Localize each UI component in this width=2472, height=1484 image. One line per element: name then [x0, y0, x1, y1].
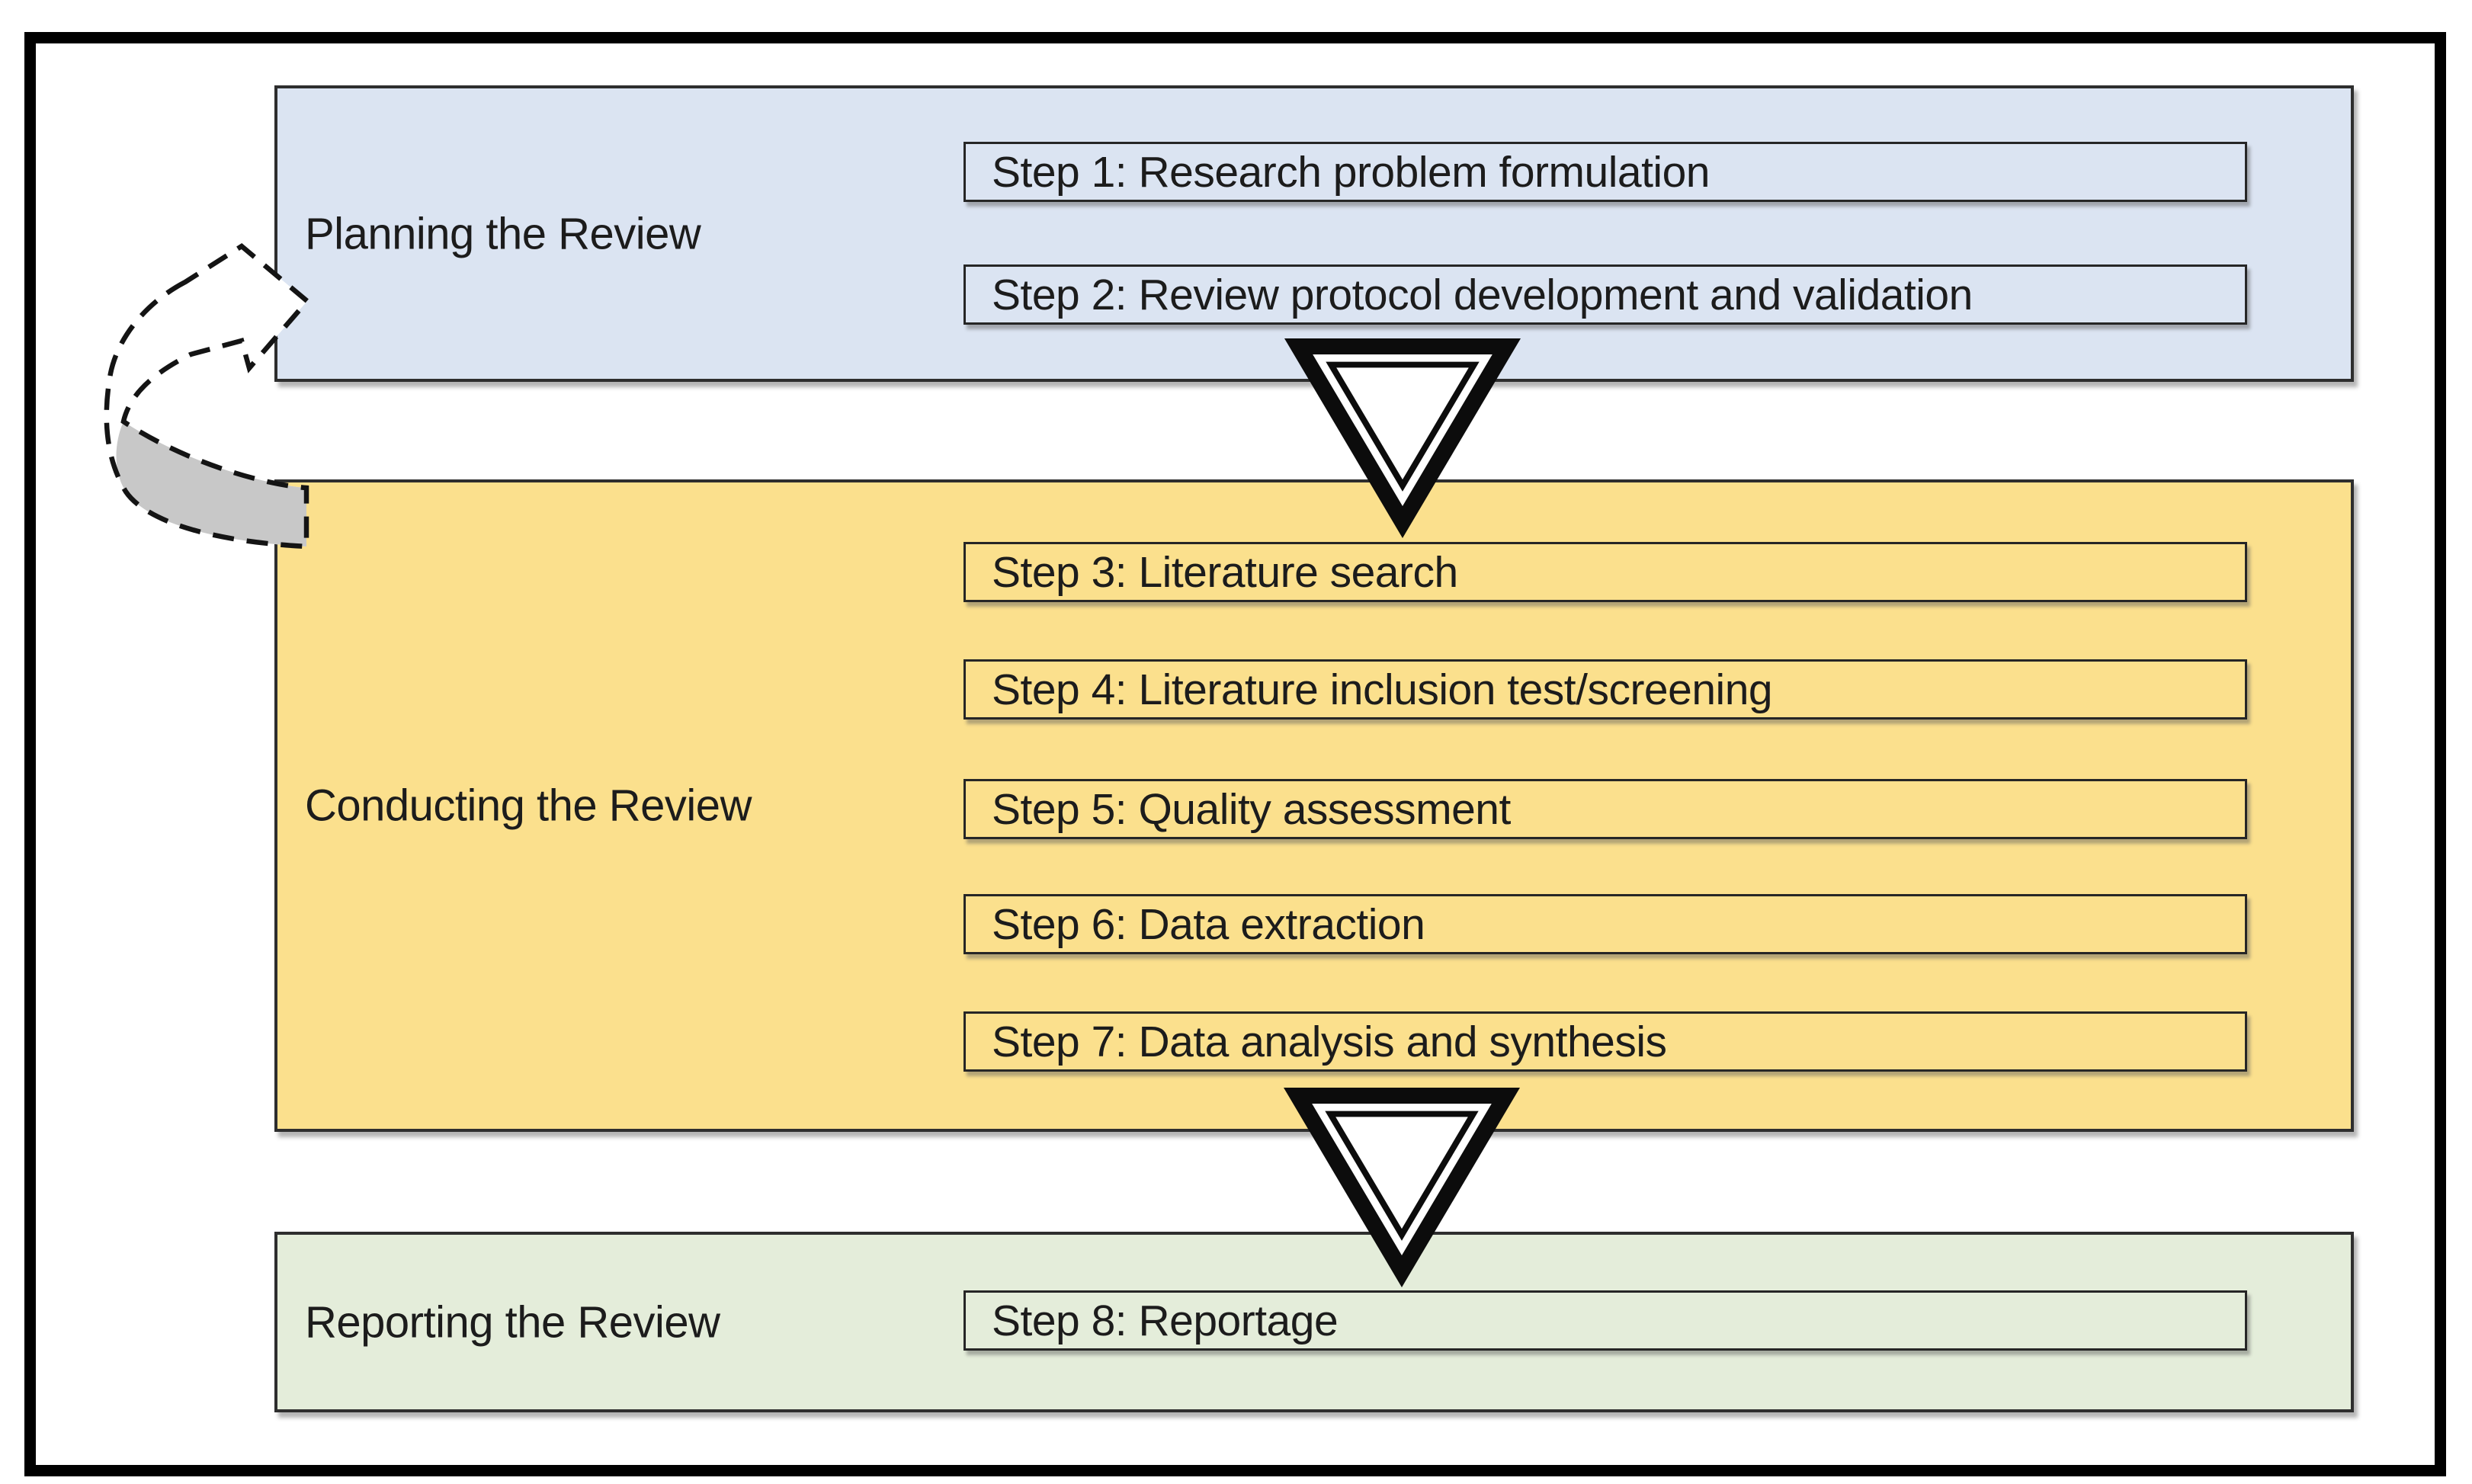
- step-label-2: Step 2: Review protocol development and …: [992, 270, 1973, 319]
- down-triangle-arrow-icon: [1284, 1088, 1520, 1287]
- feedback-curved-arrow-icon: [104, 242, 311, 550]
- step-box-1: Step 1: Research problem formulation: [963, 142, 2247, 202]
- step-box-8: Step 8: Reportage: [963, 1290, 2247, 1351]
- step-label-6: Step 6: Data extraction: [992, 899, 1425, 949]
- phase-label-reporting: Reporting the Review: [305, 1297, 720, 1347]
- feedback-arrow-tail: [116, 421, 306, 546]
- phase-label-planning: Planning the Review: [305, 209, 701, 258]
- step-box-7: Step 7: Data analysis and synthesis: [963, 1011, 2247, 1072]
- feedback-arrow-outline: [104, 242, 311, 550]
- step-label-4: Step 4: Literature inclusion test/screen…: [992, 665, 1773, 714]
- outer-frame: [24, 32, 2446, 1476]
- phase-label-conducting: Conducting the Review: [305, 780, 752, 831]
- step-label-3: Step 3: Literature search: [992, 547, 1458, 597]
- down-triangle-arrow-icon: [1284, 338, 1521, 538]
- step-box-4: Step 4: Literature inclusion test/screen…: [963, 659, 2247, 720]
- step-label-7: Step 7: Data analysis and synthesis: [992, 1017, 1667, 1066]
- step-box-2: Step 2: Review protocol development and …: [963, 264, 2247, 325]
- phase-panel-planning: Planning the Review: [274, 85, 2354, 382]
- step-label-1: Step 1: Research problem formulation: [992, 147, 1710, 197]
- step-label-8: Step 8: Reportage: [992, 1296, 1339, 1345]
- step-box-6: Step 6: Data extraction: [963, 894, 2247, 954]
- step-box-5: Step 5: Quality assessment: [963, 779, 2247, 839]
- step-box-3: Step 3: Literature search: [963, 542, 2247, 602]
- step-label-5: Step 5: Quality assessment: [992, 784, 1511, 834]
